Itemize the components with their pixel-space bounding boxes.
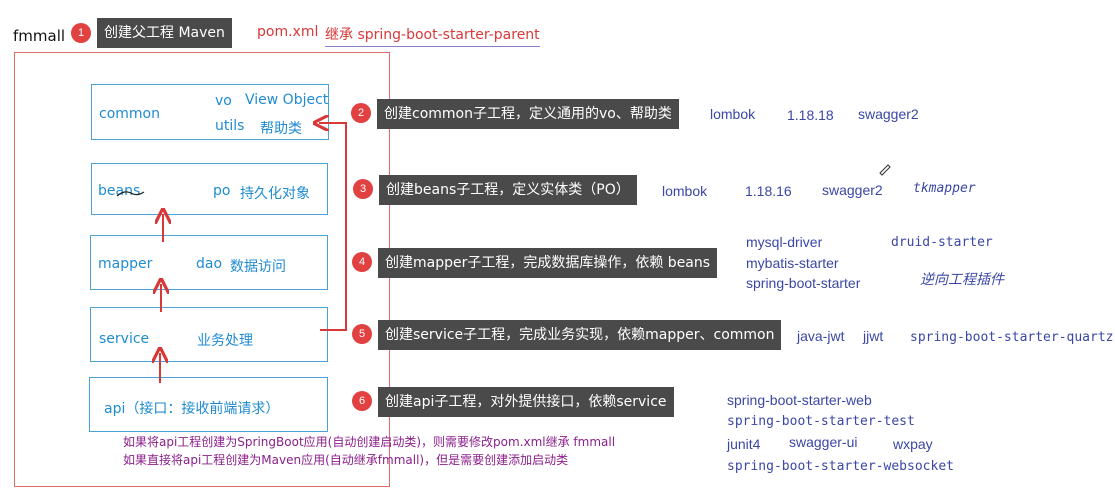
step-label-5: 创建service子工程，完成业务实现，依赖mapper、common — [378, 320, 782, 350]
step-badge-2: 2 — [351, 103, 371, 123]
step-label-2: 创建common子工程，定义通用的vo、帮助类 — [377, 99, 679, 129]
dao-label: dao — [196, 256, 223, 272]
dep-beans-lombok: lombok — [662, 183, 708, 199]
dep-api-starter-web: spring-boot-starter-web — [727, 392, 872, 408]
beans-module-box: beans po 持久化对象 — [91, 163, 328, 215]
po-desc: 持久化对象 — [240, 186, 310, 202]
api-note-1: 如果将api工程创建为SpringBoot应用(自动创建启动类)，则需要修改po… — [123, 435, 616, 449]
step-badge-1: 1 — [71, 23, 91, 43]
step-badge-4: 4 — [352, 252, 372, 272]
dep-mapper-generator-plugin: 逆向工程插件 — [920, 271, 1004, 287]
pencil-icon — [879, 164, 891, 176]
dep-mapper-spring-boot-starter: spring-boot-starter — [746, 275, 861, 291]
dep-common-lombok: lombok — [710, 106, 756, 122]
service-module-name: service — [99, 331, 150, 347]
service-module-box: service 业务处理 — [90, 307, 328, 362]
service-desc: 业务处理 — [197, 333, 253, 349]
dep-common-swagger2: swagger2 — [858, 106, 919, 122]
dep-mapper-mysql-driver: mysql-driver — [746, 234, 823, 250]
dep-api-swagger-ui: swagger-ui — [789, 434, 858, 450]
project-title: fmmall — [13, 27, 66, 45]
dep-beans-tkmapper: tkmapper — [913, 181, 976, 196]
inherit-text: 继承 spring-boot-starter-parent — [325, 24, 540, 47]
utils-desc: 帮助类 — [260, 121, 302, 137]
dep-beans-swagger2: swagger2 — [822, 182, 883, 198]
beans-module-name: beans — [98, 183, 141, 199]
dep-service-java-jwt: java-jwt — [797, 328, 845, 344]
common-module-name: common — [99, 106, 160, 122]
mapper-module-box: mapper dao 数据访问 — [90, 235, 328, 290]
step-label-6: 创建api子工程，对外提供接口，依赖service — [378, 387, 674, 417]
vo-desc: View Object — [245, 92, 329, 108]
pen-scribble — [116, 191, 145, 197]
dep-api-wxpay: wxpay — [893, 436, 933, 452]
api-module-name: api（接口：接收前端请求） — [104, 401, 280, 417]
dep-service-quartz: spring-boot-starter-quartz — [910, 330, 1114, 345]
dao-desc: 数据访问 — [230, 259, 286, 275]
step-badge-3: 3 — [353, 179, 373, 199]
dep-beans-lombok-version: 1.18.16 — [745, 183, 792, 199]
step-label-1: 创建父工程 Maven — [97, 18, 232, 48]
dep-service-jjwt: jjwt — [863, 328, 884, 344]
step-label-4: 创建mapper子工程，完成数据库操作，依赖 beans — [378, 248, 718, 278]
dep-api-starter-test: spring-boot-starter-test — [727, 414, 915, 429]
common-module-box: common vo View Object utils 帮助类 — [91, 84, 329, 140]
step-badge-6: 6 — [352, 391, 372, 411]
utils-label: utils — [215, 118, 245, 134]
arrow-service-to-common — [320, 122, 347, 331]
step-label-3: 创建beans子工程，定义实体类（PO） — [379, 175, 637, 205]
vo-label: vo — [215, 93, 232, 109]
api-note-2: 如果直接将api工程创建为Maven应用(自动继承fmmall)，但是需要创建添… — [123, 453, 569, 467]
mapper-module-name: mapper — [98, 256, 153, 272]
api-module-box: api（接口：接收前端请求） — [89, 377, 328, 432]
po-label: po — [213, 183, 231, 199]
dep-api-starter-websocket: spring-boot-starter-websocket — [727, 459, 954, 474]
dep-api-junit4: junit4 — [727, 436, 761, 452]
dep-mapper-mybatis-starter: mybatis-starter — [746, 255, 839, 271]
dep-mapper-druid-starter: druid-starter — [891, 235, 993, 250]
pom-text: pom.xml — [257, 24, 319, 40]
step-badge-5: 5 — [352, 324, 372, 344]
dep-common-lombok-version: 1.18.18 — [787, 107, 834, 123]
